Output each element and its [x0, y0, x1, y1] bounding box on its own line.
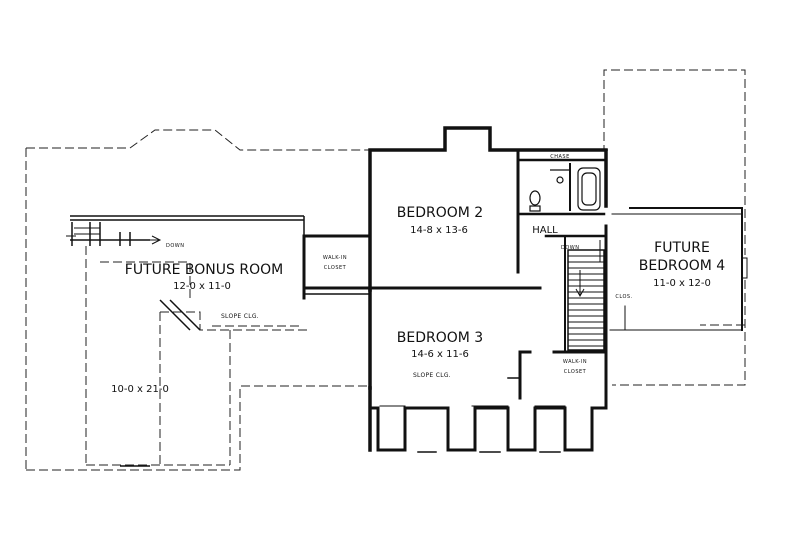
down-label-stair: DOWN — [561, 245, 579, 251]
down-label-left: DOWN — [166, 243, 184, 249]
left-stair — [66, 227, 162, 245]
bedroom-4-dims: 11-0 x 12-0 — [653, 278, 711, 289]
hall-label: HALL — [532, 225, 558, 236]
bathroom-fixtures — [529, 167, 601, 212]
walkin-closet-bottom-line1: WALK-IN — [563, 359, 587, 365]
bedroom-4-line1: FUTURE — [654, 240, 710, 256]
bonus-lower-dims: 10-0 x 21-0 — [111, 384, 169, 395]
chase-label: CHASE — [550, 154, 570, 160]
bedroom-2-dims: 14-8 x 13-6 — [410, 225, 468, 236]
dashed-outline — [25, 69, 746, 471]
bedroom-3-dims: 14-6 x 11-6 — [411, 349, 469, 360]
bedroom-2-name: BEDROOM 2 — [397, 205, 483, 221]
bonus-room-name: FUTURE BONUS ROOM — [125, 262, 283, 278]
bedroom-3-slope-note: SLOPE CLG. — [413, 372, 451, 379]
walkin-closet-top-line1: WALK-IN — [323, 255, 347, 261]
walkin-closet-top-line2: CLOSET — [324, 265, 347, 271]
stair — [567, 240, 605, 351]
walls — [302, 126, 748, 453]
bonus-room-walls — [70, 215, 305, 467]
walkin-closet-bottom-line2: CLOSET — [564, 369, 587, 375]
bonus-room-slope-note: SLOPE CLG. — [221, 313, 259, 320]
bedroom-4-line2: BEDROOM 4 — [639, 258, 726, 274]
closet-label: CLOS. — [615, 294, 632, 300]
bedroom-3-name: BEDROOM 3 — [397, 330, 483, 346]
bonus-room-dims: 12-0 x 11-0 — [173, 281, 231, 292]
